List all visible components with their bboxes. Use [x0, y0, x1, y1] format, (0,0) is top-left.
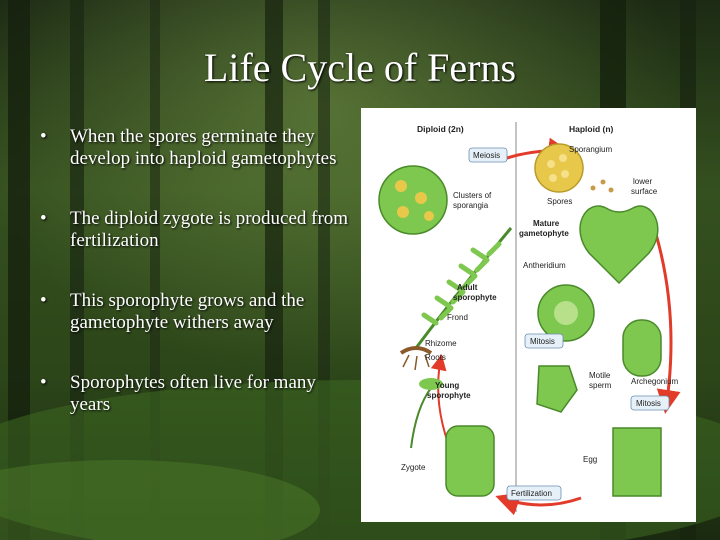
young-sporophyte-leaf — [419, 378, 443, 390]
motile-label-1: Motile — [589, 371, 611, 380]
sporangium-label: Sporangium — [569, 145, 612, 154]
fertilization-label: Fertilization — [511, 489, 552, 498]
clusters-label-2: sporangia — [453, 201, 489, 210]
sperm-cluster-icon — [536, 365, 578, 413]
gametophyte-icon — [579, 205, 659, 285]
mitosis-right-label-box — [630, 395, 670, 411]
lower-label-1: lower — [633, 177, 652, 186]
bullet-glyph: • — [40, 208, 47, 229]
arrow-right-side — [649, 217, 681, 414]
mitosis-left-label-box — [524, 333, 564, 349]
sori-leaf-closeup — [378, 165, 448, 235]
bullet-glyph: • — [40, 290, 47, 311]
young-label-2: sporophyte — [427, 391, 471, 400]
motile-label-2: sperm — [589, 381, 612, 390]
mitosis-left-label: Mitosis — [530, 337, 555, 346]
spore-dot — [561, 170, 569, 178]
bullet-item: • When the spores germinate they develop… — [28, 126, 358, 170]
fern-life-cycle-diagram: Diploid (2n) Haploid (n) — [361, 108, 696, 522]
bullet-text: The diploid zygote is produced from fert… — [70, 208, 349, 251]
meiosis-label-box — [468, 147, 508, 163]
haploid-header: Haploid (n) — [569, 124, 614, 134]
bullet-item: • This sporophyte grows and the gametoph… — [28, 290, 358, 334]
diagram-canvas: Diploid (2n) Haploid (n) — [378, 122, 681, 516]
lower-label-2: surface — [631, 187, 658, 196]
bullet-glyph: • — [40, 126, 47, 147]
egg-label: Egg — [583, 455, 597, 464]
roots-label: Roots — [425, 353, 446, 362]
sorus-dot — [424, 211, 434, 221]
arrow-fertilization — [495, 492, 582, 516]
sporangium-icon — [534, 143, 584, 193]
bullet-text: Sporophytes often live for many years — [70, 372, 316, 415]
archegonium-label: Archegonium — [631, 377, 678, 386]
spore-dot — [600, 179, 606, 185]
antheridium-core — [554, 301, 578, 325]
bullet-list: • When the spores germinate they develop… — [28, 126, 358, 454]
bullet-text: When the spores germinate they develop i… — [70, 126, 337, 169]
young-label-1: Young — [435, 381, 459, 390]
frond-leaflets — [421, 241, 502, 326]
spore-dot — [549, 174, 557, 182]
archegonium-icon — [622, 319, 662, 377]
sorus-dot — [415, 192, 427, 204]
bullet-item: • Sporophytes often live for many years — [28, 372, 358, 416]
clusters-label-1: Clusters of — [453, 191, 492, 200]
frond-label: Frond — [447, 313, 468, 322]
antheridium-label: Antheridium — [523, 261, 566, 270]
bullet-item: • The diploid zygote is produced from fe… — [28, 208, 358, 252]
rhizome-label: Rhizome — [425, 339, 457, 348]
bullet-glyph: • — [40, 372, 47, 393]
mature-label-2: gametophyte — [519, 229, 569, 238]
zygote-icon — [445, 425, 495, 497]
zygote-label: Zygote — [401, 463, 426, 472]
fertilization-label-box — [506, 485, 562, 501]
mature-label-1: Mature — [533, 219, 560, 228]
sorus-dot — [397, 206, 409, 218]
spores-label: Spores — [547, 197, 572, 206]
spore-dot — [547, 160, 555, 168]
slide-title: Life Cycle of Ferns — [203, 45, 517, 90]
spore-dot — [590, 185, 596, 191]
spore-dot — [559, 154, 567, 162]
rhizome-icon — [399, 346, 433, 355]
diploid-header: Diploid (2n) — [417, 124, 464, 134]
mitosis-right-label: Mitosis — [636, 399, 661, 408]
young-sporophyte-stem — [410, 387, 432, 449]
egg-icon — [612, 427, 662, 497]
meiosis-label: Meiosis — [473, 151, 500, 160]
spore-dot — [608, 187, 614, 193]
adult-label-1: Adult — [457, 283, 478, 292]
sorus-dot — [395, 180, 407, 192]
roots-icon — [402, 354, 430, 371]
adult-label-2: sporophyte — [453, 293, 497, 302]
bullet-text: This sporophyte grows and the gametophyt… — [70, 290, 305, 333]
